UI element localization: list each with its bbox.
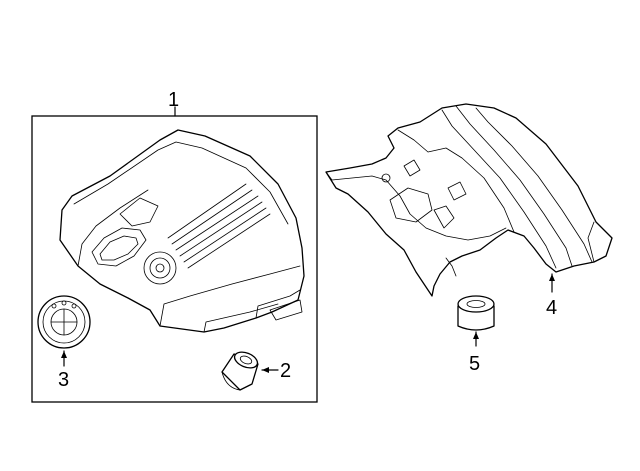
heat-shield[interactable]: [325, 103, 613, 297]
callout-3: 3: [58, 369, 69, 391]
callout-2: 2: [280, 360, 291, 382]
grommet-small[interactable]: [221, 349, 260, 391]
callout-5: 5: [469, 353, 480, 375]
callout-1: 1: [168, 89, 179, 111]
engine-cover[interactable]: [59, 129, 305, 333]
grommet-shield[interactable]: [457, 295, 495, 331]
emblem[interactable]: [37, 295, 91, 349]
callout-4: 4: [546, 297, 557, 319]
